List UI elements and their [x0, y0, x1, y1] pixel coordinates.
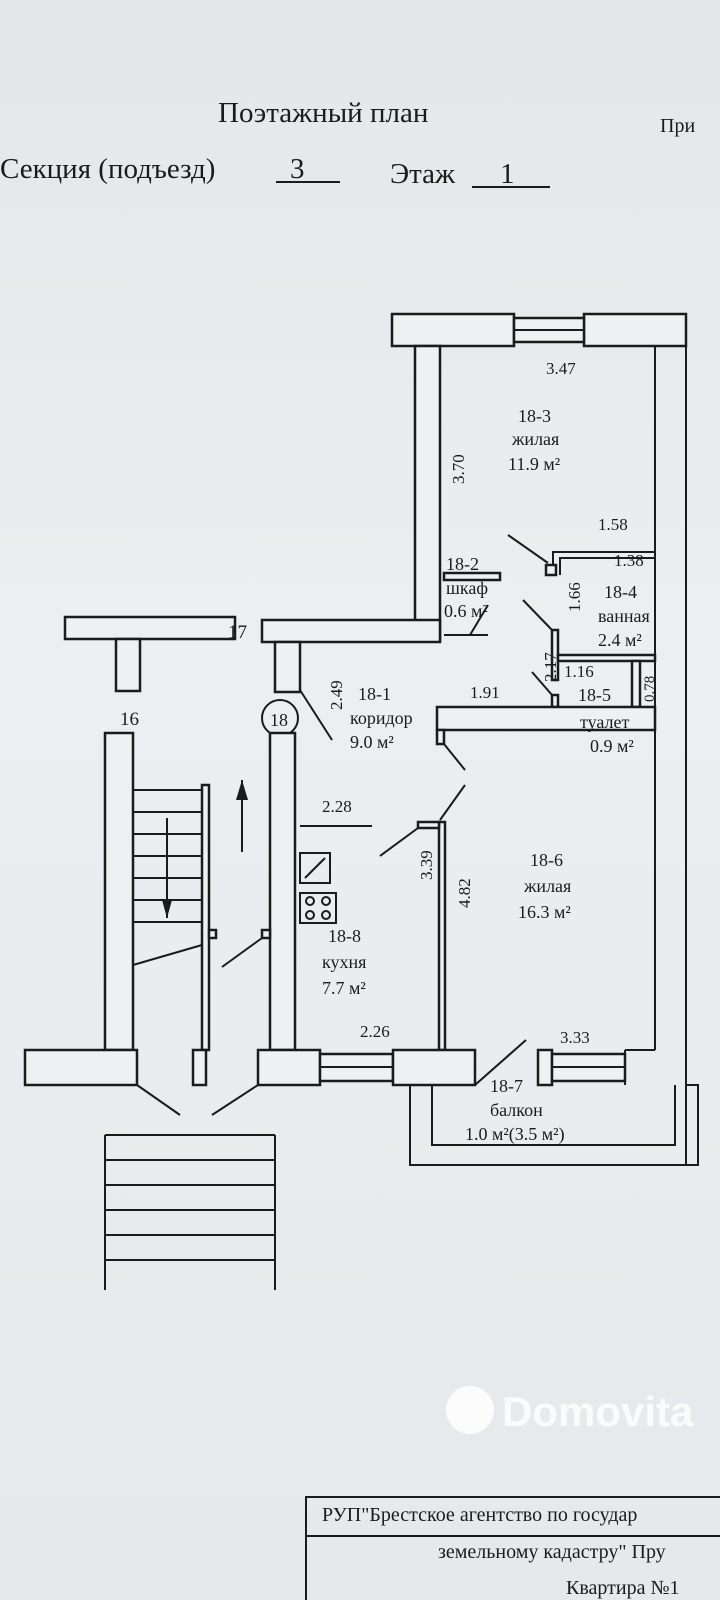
- section-value: 3: [290, 153, 305, 185]
- dim-3-33: 3.33: [560, 1028, 590, 1047]
- dim-3-70: 3.70: [449, 454, 468, 484]
- dim-2-17: 2.17: [541, 652, 560, 682]
- watermark: Domovita: [502, 1388, 694, 1435]
- room-18-5-id: 18-5: [578, 685, 611, 705]
- neighbor-16: 16: [120, 709, 139, 730]
- room-18-5-area: 0.9 м²: [590, 736, 634, 756]
- stamp-line-1: РУП"Брестское агентство по государ: [322, 1504, 637, 1526]
- room-18-2-area: 0.6 м²: [444, 601, 488, 621]
- dim-1-38: 1.38: [614, 551, 644, 570]
- room-labels: 18-3 жилая 11.9 м² 18-2 шкаф 0.6 м² 18-4…: [322, 406, 650, 1145]
- room-18-8-id: 18-8: [328, 926, 361, 946]
- room-18-1-area: 9.0 м²: [350, 732, 394, 752]
- room-18-3-area: 11.9 м²: [508, 454, 560, 474]
- room-18-8-name: кухня: [322, 952, 366, 972]
- watermark-logo-icon: [446, 1386, 494, 1434]
- dim-1-58: 1.58: [598, 515, 628, 534]
- stamp-line-3: Квартира №1: [566, 1577, 680, 1599]
- room-18-3-id: 18-3: [518, 406, 551, 426]
- room-18-4-name: ванная: [598, 606, 650, 626]
- neighbor-17: 17: [228, 622, 247, 643]
- dim-0-78: 0.78: [642, 676, 658, 702]
- stamp-line-2: земельному кадастру" Пру: [438, 1541, 666, 1563]
- room-18-1-id: 18-1: [358, 684, 391, 704]
- plan-title: Поэтажный план: [218, 97, 428, 129]
- walls: [23, 312, 699, 1290]
- apartment-number: 18: [270, 710, 288, 730]
- room-18-1-name: коридор: [350, 708, 413, 728]
- room-18-2-name: шкаф: [446, 578, 488, 598]
- dim-1-66: 1.66: [565, 582, 584, 612]
- room-18-8-area: 7.7 м²: [322, 978, 366, 998]
- room-18-2-id: 18-2: [446, 554, 479, 574]
- dim-4-82: 4.82: [455, 878, 474, 908]
- room-18-4-area: 2.4 м²: [598, 630, 642, 650]
- room-18-7-area: 1.0 м²(3.5 м²): [465, 1124, 565, 1145]
- dim-1-91: 1.91: [470, 683, 500, 702]
- room-18-4-id: 18-4: [604, 582, 637, 602]
- room-18-7-id: 18-7: [490, 1076, 523, 1096]
- floor-value: 1: [500, 158, 515, 190]
- room-18-6-area: 16.3 м²: [518, 902, 571, 922]
- title-block: РУП"Брестское агентство по государ земел…: [305, 1496, 720, 1600]
- floor-label: Этаж: [390, 158, 456, 190]
- section-label: Секция (подъезд): [0, 153, 215, 185]
- dim-1-16: 1.16: [564, 662, 594, 681]
- dim-3-39: 3.39: [417, 850, 436, 880]
- room-18-6-id: 18-6: [530, 850, 563, 870]
- dim-2-28: 2.28: [322, 797, 352, 816]
- room-18-3-name: жилая: [511, 429, 559, 449]
- room-18-7-name: балкон: [490, 1100, 543, 1120]
- room-18-5-name: туалет: [580, 712, 630, 732]
- dim-2-26: 2.26: [360, 1022, 390, 1041]
- dim-3-47: 3.47: [546, 359, 576, 378]
- corner-fragment: При: [660, 115, 695, 137]
- dimensions: 3.47 3.70 1.58 1.38 1.66 2.17 1.16 0.78 …: [322, 359, 658, 1047]
- entrance-steps: [104, 1134, 276, 1290]
- dim-2-49: 2.49: [327, 680, 346, 710]
- stairs-upper: [132, 780, 248, 966]
- room-18-6-name: жилая: [523, 876, 571, 896]
